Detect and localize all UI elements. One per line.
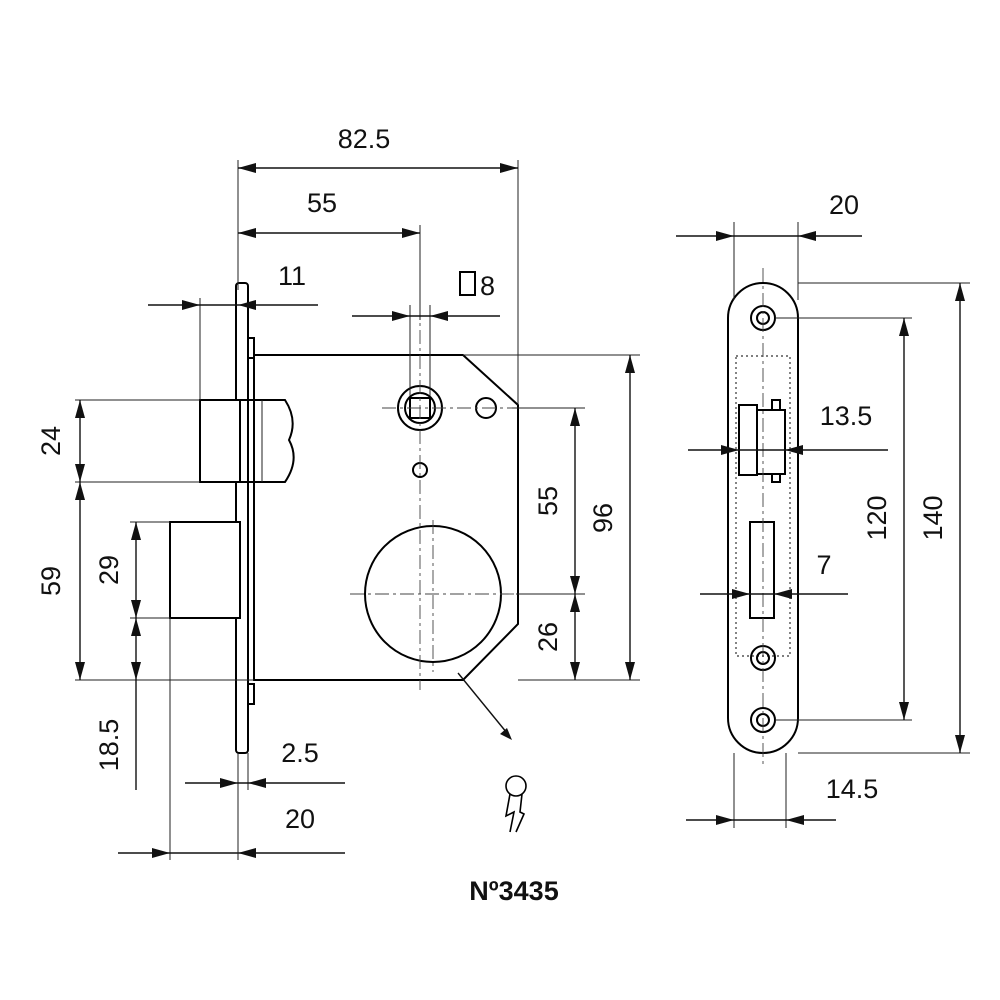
dim-120: 120 bbox=[862, 318, 909, 720]
dim-24: 24 bbox=[36, 400, 85, 482]
dim-18-5: 18.5 bbox=[94, 618, 141, 790]
dim-7: 7 bbox=[700, 550, 848, 599]
dim-26: 26 bbox=[533, 594, 580, 680]
faceplate-side-view bbox=[727, 268, 799, 768]
dim-label-20-bottom: 20 bbox=[285, 804, 315, 834]
dead-bolt bbox=[169, 521, 241, 619]
dim-140: 140 bbox=[918, 283, 965, 753]
keyhole-icon bbox=[504, 775, 527, 833]
dim-label-120: 120 bbox=[862, 495, 892, 540]
dim-label-13-5: 13.5 bbox=[820, 401, 873, 431]
dim-20-side: 20 bbox=[676, 190, 862, 241]
dim-14-5: 14.5 bbox=[686, 774, 878, 825]
latch-bolt bbox=[199, 399, 241, 483]
dim-96: 96 bbox=[588, 355, 635, 680]
dim-82-5: 82.5 bbox=[238, 124, 518, 173]
dim-59: 59 bbox=[36, 482, 85, 680]
dim-label-26: 26 bbox=[533, 622, 563, 652]
faceplate-tab-top bbox=[247, 337, 255, 359]
dim-29: 29 bbox=[94, 522, 141, 618]
lock-body-front-view bbox=[169, 230, 519, 754]
dim-square-8: 8 bbox=[352, 271, 500, 321]
dim-label-29: 29 bbox=[94, 555, 124, 585]
dim-label-55-top: 55 bbox=[307, 188, 337, 218]
latch-bolt-tail bbox=[240, 399, 295, 483]
faceplate-tab-bottom bbox=[247, 683, 255, 705]
square-spindle-icon bbox=[459, 271, 476, 296]
dim-label-7: 7 bbox=[816, 550, 831, 580]
key-leader-line bbox=[457, 672, 508, 734]
dim-label-55-right: 55 bbox=[533, 486, 563, 516]
extension-lines bbox=[75, 160, 640, 860]
dim-2-5: 2.5 bbox=[185, 738, 345, 788]
latch-opening bbox=[756, 409, 786, 475]
dim-label-96: 96 bbox=[588, 503, 618, 533]
dim-label-59: 59 bbox=[36, 566, 66, 596]
deadbolt-opening bbox=[749, 521, 775, 619]
dim-label-14-5: 14.5 bbox=[826, 774, 879, 804]
dim-11: 11 bbox=[148, 261, 318, 310]
dim-label-82-5: 82.5 bbox=[338, 124, 391, 154]
dim-label-8: 8 bbox=[480, 271, 495, 301]
dim-55-top: 55 bbox=[238, 188, 420, 238]
dim-label-140: 140 bbox=[918, 495, 948, 540]
dim-label-18-5: 18.5 bbox=[94, 719, 124, 772]
dim-label-11: 11 bbox=[278, 261, 306, 291]
lock-case bbox=[253, 354, 519, 681]
faceplate bbox=[235, 282, 249, 754]
dim-20-bottom: 20 bbox=[118, 790, 345, 860]
model-number: Nº3435 bbox=[469, 876, 558, 906]
side-extension-lines bbox=[733, 222, 970, 828]
dim-label-24: 24 bbox=[36, 426, 66, 456]
dim-label-20-side: 20 bbox=[829, 190, 859, 220]
dim-13-5: 13.5 bbox=[688, 401, 888, 455]
dim-55-right: 55 bbox=[533, 408, 580, 594]
latch-opening-left bbox=[738, 404, 758, 476]
dim-label-2-5: 2.5 bbox=[281, 738, 319, 768]
